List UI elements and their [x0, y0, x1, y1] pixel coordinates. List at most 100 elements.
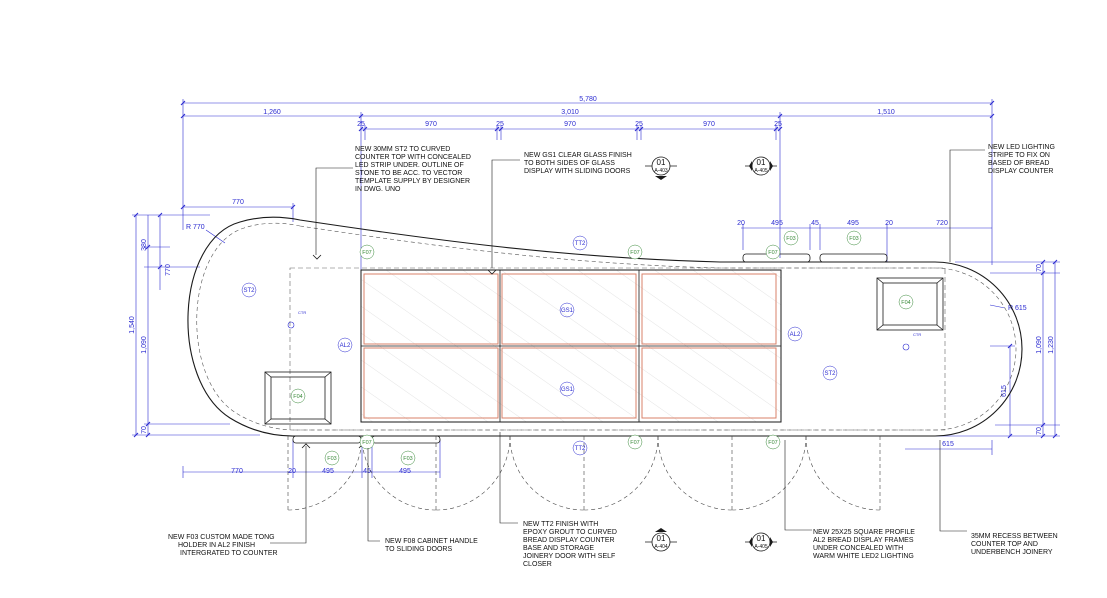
note-line: TO BOTH SIDES OF GLASS: [524, 160, 615, 167]
dim-sub-3: 25: [496, 121, 504, 128]
ftag-f07-4: F07: [362, 440, 371, 446]
note-line: NEW F08 CABINET HANDLE: [385, 538, 478, 545]
dim-left-770: 770: [165, 264, 172, 276]
ftag-f04-left: F04: [293, 394, 302, 400]
ftag-f03-1: F03: [786, 236, 795, 242]
note-line: BASE AND STORAGE: [523, 545, 594, 552]
note-recess: 35MM RECESS BETWEEN COUNTER TOP AND UNDE…: [971, 533, 1058, 556]
material-tags: [241, 235, 838, 456]
dim-bl-45: 45: [363, 468, 371, 475]
note-line: EPOXY GROUT TO CURVED: [523, 529, 617, 536]
section-marker-a405-top: 01 A-405: [745, 156, 777, 176]
dim-sub-4: 970: [564, 121, 576, 128]
dim-right-70-bottom: 70: [1036, 427, 1043, 435]
dim-right: 1,510: [877, 109, 895, 116]
ftag-f04-right: F04: [901, 300, 910, 306]
note-line: AL2 BREAD DISPLAY FRAMES: [813, 537, 914, 544]
dim-sub-2: 970: [425, 121, 437, 128]
dim-tr-720: 720: [936, 220, 948, 227]
note-line: STRIPE TO FIX ON: [988, 152, 1050, 159]
dim-right-70-top: 70: [1036, 264, 1043, 272]
dim-sub-7: 25: [774, 121, 782, 128]
note-line: TO SLIDING DOORS: [385, 546, 452, 553]
section-num: 01: [657, 534, 666, 543]
dim-tr-495b: 495: [847, 220, 859, 227]
note-line: NEW F03 CUSTOM MADE TONG: [168, 534, 275, 541]
top-dimensions: [180, 99, 995, 270]
dim-right-1090: 1,090: [1036, 336, 1043, 354]
note-tt2-finish: NEW TT2 FINISH WITH EPOXY GROUT TO CURVE…: [523, 521, 617, 568]
note-line: DISPLAY WITH SLIDING DOORS: [524, 168, 631, 175]
ftag-f03-3: F03: [327, 456, 336, 462]
ftag-f03-4: F03: [403, 456, 412, 462]
note-line: 35MM RECESS BETWEEN: [971, 533, 1058, 540]
note-line: NEW 30MM ST2 TO CURVED: [355, 146, 450, 153]
dim-left-380: 380: [141, 239, 148, 251]
counter-outline: [187, 216, 1023, 437]
ftag-f03-2: F03: [849, 236, 858, 242]
dim-sub-1: 25: [357, 121, 365, 128]
note-line: COUNTER TOP WITH CONCEALED: [355, 154, 471, 161]
note-line: DISPLAY COUNTER: [988, 168, 1053, 175]
tag-tt2-top: TT2: [575, 241, 586, 247]
ctr-label-left: CTR: [298, 310, 306, 315]
note-st2-counter: NEW 30MM ST2 TO CURVED COUNTER TOP WITH …: [355, 146, 471, 193]
note-line: BASED OF BREAD: [988, 160, 1049, 167]
note-led-stripe: NEW LED LIGHTING STRIPE TO FIX ON BASED …: [988, 144, 1055, 175]
dim-right-vertical: [900, 259, 1060, 439]
ftag-f07-6: F07: [768, 440, 777, 446]
ftag-f07-5: F07: [630, 440, 639, 446]
note-f08-handle: NEW F08 CABINET HANDLE TO SLIDING DOORS: [385, 538, 478, 553]
section-ref: A-404: [654, 544, 668, 550]
tong-box-right: [876, 277, 944, 331]
note-line: UNDER CONCEALED WITH: [813, 545, 903, 552]
tag-al2-right: AL2: [790, 332, 801, 338]
dim-bl-495b: 495: [399, 468, 411, 475]
note-line: JOINERY DOOR WITH SELF: [523, 553, 615, 560]
ftag-f07-1: F07: [362, 250, 371, 256]
note-line: HOLDER IN AL2 FINISH: [178, 542, 255, 549]
radius-right-label: R 615: [1008, 305, 1027, 312]
note-line: WARM WHITE LED2 LIGHTING: [813, 553, 914, 560]
ftag-f07-2: F07: [630, 250, 639, 256]
ctr-label-right: CTR: [913, 332, 921, 337]
note-gs1-glass: NEW GS1 CLEAR GLASS FINISH TO BOTH SIDES…: [524, 152, 632, 175]
glass-display: [360, 269, 782, 423]
door-swings: [287, 435, 881, 511]
dim-left-1540: 1,540: [129, 316, 136, 334]
note-line: CLOSER: [523, 561, 552, 568]
dim-overall: 5,780: [579, 96, 597, 103]
section-marker-a404: 01 A-404: [645, 528, 677, 552]
note-line: NEW LED LIGHTING: [988, 144, 1055, 151]
note-line: UNDERBENCH JOINERY: [971, 549, 1053, 556]
section-ref: A-405: [754, 544, 768, 550]
section-ref: A-403: [654, 168, 668, 174]
dim-left-1090: 1,090: [141, 336, 148, 354]
note-line: INTERGRATED TO COUNTER: [180, 550, 278, 557]
note-f03-holder: NEW F03 CUSTOM MADE TONG HOLDER IN AL2 F…: [168, 534, 278, 557]
dim-bottom-chain: [182, 440, 993, 478]
dim-bl-495a: 495: [322, 468, 334, 475]
leader-lines: [270, 149, 985, 544]
dim-tr-20a: 20: [737, 220, 745, 227]
note-line: LED STRIP UNDER. OUTLINE OF: [355, 162, 464, 169]
tag-al2-left: AL2: [340, 343, 351, 349]
radius-left-label: R 770: [186, 224, 205, 231]
section-num: 01: [657, 158, 666, 167]
dim-tr-495a: 495: [771, 220, 783, 227]
centre-markers: [287, 321, 910, 351]
dim-br-615: 615: [942, 441, 954, 448]
dim-left-vertical: [132, 212, 260, 438]
dim-tr-20b: 20: [885, 220, 893, 227]
dim-mid: 3,010: [561, 109, 579, 116]
note-line: STONE TO BE ACC. TO VECTOR: [355, 170, 462, 177]
note-line: BREAD DISPLAY COUNTER: [523, 537, 615, 544]
note-line: NEW 25X25 SQUARE PROFILE: [813, 529, 915, 536]
tag-st2-right: ST2: [824, 371, 836, 377]
dim-bl-770: 770: [231, 468, 243, 475]
dim-tr-45: 45: [811, 220, 819, 227]
tag-tt2-bottom: TT2: [575, 446, 586, 452]
counter-inner-outline: [196, 222, 1017, 431]
ftag-f07-3: F07: [768, 250, 777, 256]
